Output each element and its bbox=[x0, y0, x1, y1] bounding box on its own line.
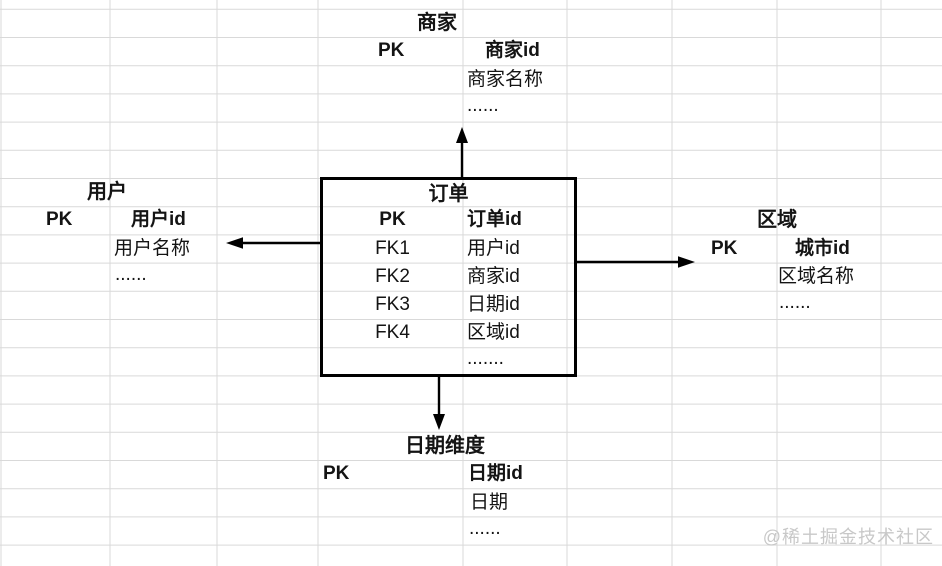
entity-merchant-title: 商家 bbox=[417, 12, 457, 34]
entity-order-fk1-key: FK1 bbox=[375, 238, 410, 259]
entity-date-dim-field: 日期 bbox=[470, 492, 509, 513]
entity-merchant-pk-field: 商家id bbox=[485, 40, 540, 61]
arrow-order-to-date-dim bbox=[433, 377, 445, 430]
entity-order-fk3-value: 日期id bbox=[467, 294, 520, 315]
entity-date-dim-ellipsis: ...... bbox=[469, 518, 501, 539]
arrow-order-to-user bbox=[226, 237, 321, 249]
entity-merchant-field: 商家名称 bbox=[467, 69, 544, 90]
entity-order-fk1-value: 用户id bbox=[467, 238, 520, 259]
entity-order-pk-label: PK bbox=[379, 209, 406, 230]
entity-order-fk4-key: FK4 bbox=[375, 322, 410, 343]
entity-date-dim-pk-label: PK bbox=[323, 463, 350, 484]
entity-order-pk-field: 订单id bbox=[467, 209, 522, 230]
entity-merchant-ellipsis: ...... bbox=[467, 95, 499, 116]
entity-region-ellipsis: ...... bbox=[779, 292, 811, 313]
arrow-order-to-merchant bbox=[456, 127, 468, 177]
entity-merchant-pk-label: PK bbox=[378, 40, 405, 61]
arrow-order-to-region bbox=[577, 256, 695, 268]
entity-user-ellipsis: ...... bbox=[115, 264, 147, 285]
entity-order-fk3-key: FK3 bbox=[375, 294, 410, 315]
entity-user-pk-field: 用户id bbox=[131, 209, 186, 230]
entity-region-pk-label: PK bbox=[711, 238, 738, 259]
watermark: @稀土掘金技术社区 bbox=[762, 527, 934, 547]
entity-order-fk2-key: FK2 bbox=[375, 266, 410, 287]
entity-user-field: 用户名称 bbox=[114, 238, 191, 259]
entity-order-fk4-value: 区域id bbox=[467, 322, 520, 343]
entity-order-title: 订单 bbox=[428, 183, 469, 205]
entity-date-dim-pk-field: 日期id bbox=[468, 463, 523, 484]
entity-order-ellipsis: ....... bbox=[467, 348, 504, 369]
entity-order-box: 订单 PK 订单id FK1 用户id FK2 商家id FK3 日期id FK… bbox=[320, 177, 577, 377]
entity-order-fk2-value: 商家id bbox=[467, 266, 520, 287]
entity-user-title: 用户 bbox=[87, 181, 127, 203]
entity-region-pk-field: 城市id bbox=[795, 238, 850, 259]
entity-region-title: 区域 bbox=[757, 209, 797, 231]
entity-date-dim-title: 日期维度 bbox=[405, 435, 485, 457]
entity-region-field: 区域名称 bbox=[778, 266, 855, 287]
entity-user-pk-label: PK bbox=[46, 209, 73, 230]
